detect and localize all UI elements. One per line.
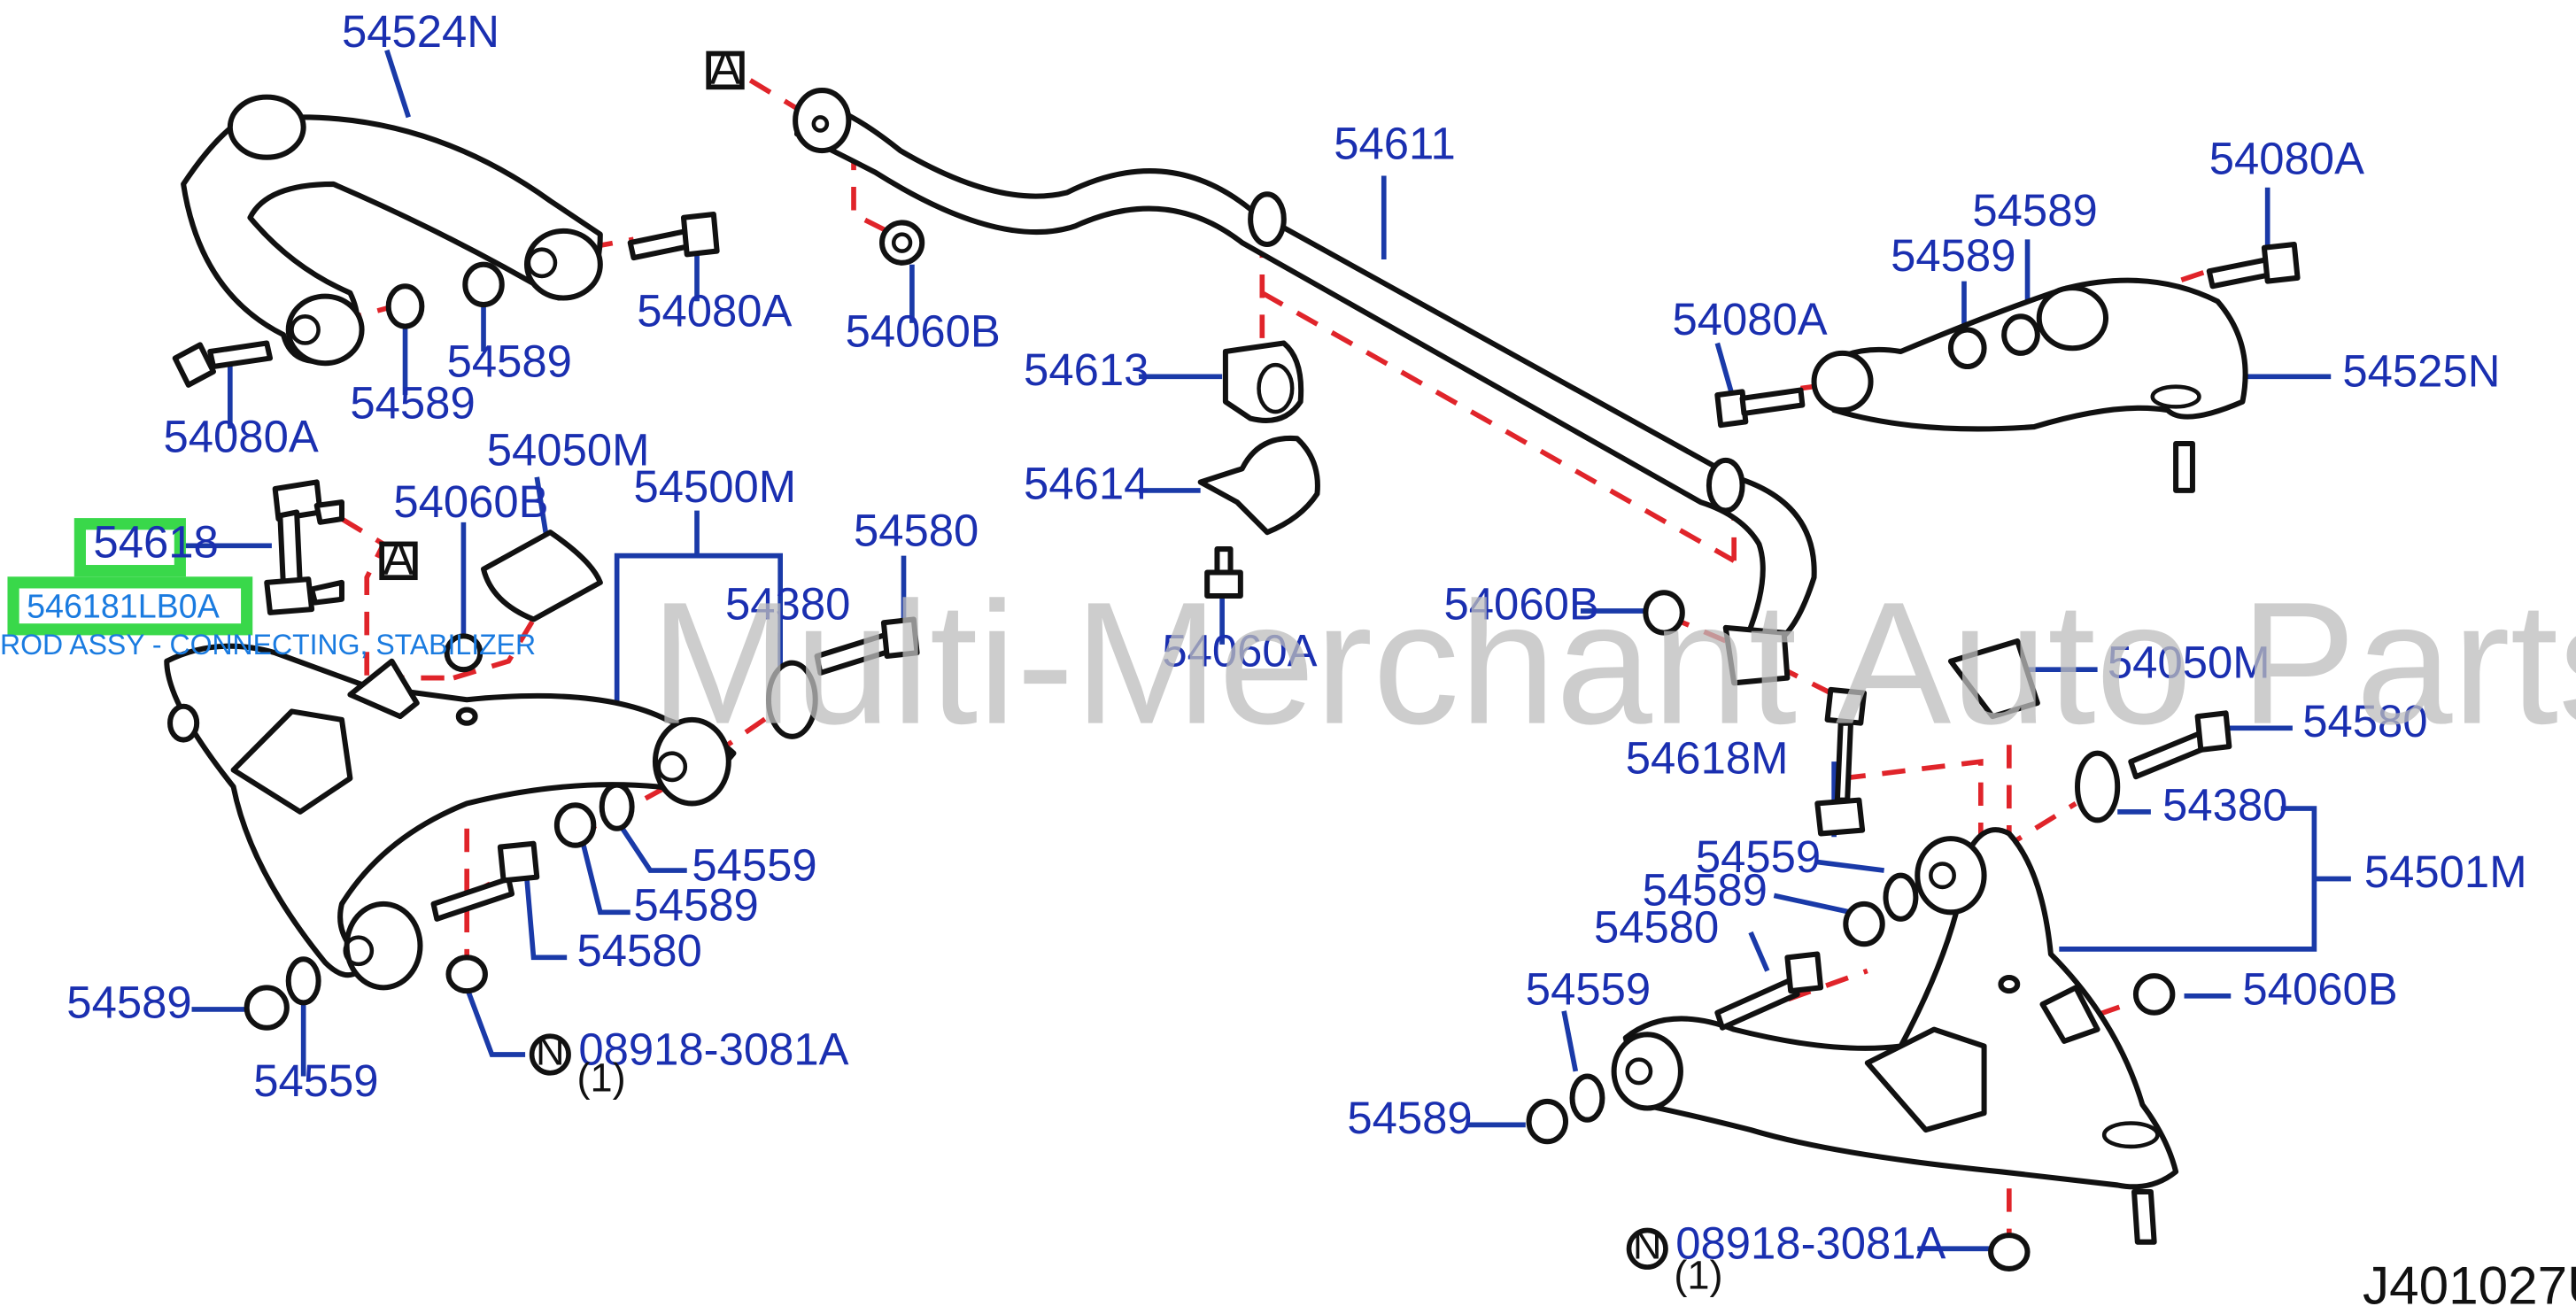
label-54060B[interactable]: 54060B xyxy=(846,305,1001,356)
label-54589[interactable]: 54589 xyxy=(447,336,572,386)
svg-text:A: A xyxy=(383,532,414,584)
label-54080A[interactable]: 54080A xyxy=(1672,294,1827,344)
watermark: Multi-Merchant Auto Partstore xyxy=(650,565,2576,760)
label-54080A[interactable]: 54080A xyxy=(637,286,792,336)
label-54060B[interactable]: 54060B xyxy=(393,476,548,527)
label-54524N[interactable]: 54524N xyxy=(342,6,499,57)
svg-text:N: N xyxy=(1633,1223,1662,1268)
label-54060B[interactable]: 54060B xyxy=(1444,578,1599,629)
label-54580[interactable]: 54580 xyxy=(1594,901,1719,952)
label-54080A[interactable]: 54080A xyxy=(2209,134,2364,184)
label-54501M[interactable]: 54501M xyxy=(2364,846,2527,897)
leader-lines xyxy=(183,49,2351,1252)
label-54060A[interactable]: 54060A xyxy=(1162,625,1317,676)
ref-marker-link: A xyxy=(379,532,418,584)
highlighted-oem-number[interactable]: 546181LB0A xyxy=(27,588,220,625)
lower-arm-left xyxy=(164,529,737,991)
label-54589[interactable]: 54589 xyxy=(1643,865,1768,916)
n-marker-right: N xyxy=(1626,1223,1668,1270)
highlighted-part[interactable]: 54618 546181LB0A ROD ASSY - CONNECTING, … xyxy=(0,516,536,661)
label-54613[interactable]: 54613 xyxy=(1024,344,1149,395)
upper-arm-right xyxy=(1811,277,2248,493)
label-54559[interactable]: 54559 xyxy=(1696,831,1821,882)
bolt-54080A-left-lower xyxy=(172,340,274,388)
n-marker-left: N xyxy=(529,1028,571,1076)
upper-arm-left xyxy=(181,94,603,367)
link-54618 xyxy=(264,479,344,615)
label-54050M[interactable]: 54050M xyxy=(2108,638,2270,688)
highlighted-part-number[interactable]: 54618 xyxy=(93,516,218,567)
qty-note: (1) xyxy=(576,1055,625,1100)
svg-text:A: A xyxy=(709,42,741,94)
label-08918-3081A[interactable]: 08918-3081A xyxy=(1675,1218,1946,1269)
label-54589[interactable]: 54589 xyxy=(66,977,191,1027)
bolt-54060A xyxy=(1204,546,1243,599)
label-54500M[interactable]: 54500M xyxy=(633,461,796,512)
label-54559[interactable]: 54559 xyxy=(692,839,816,890)
bracket-54614 xyxy=(1197,435,1320,536)
lower-arm-right xyxy=(1611,827,2179,1245)
nuts-54589-right-upper xyxy=(1947,313,2040,370)
label-08918-3081A[interactable]: 08918-3081A xyxy=(578,1024,848,1074)
label-54380[interactable]: 54380 xyxy=(2162,779,2287,830)
link-54618M xyxy=(1814,686,1868,837)
nut-54060B-top xyxy=(879,220,925,266)
stabilizer-bar-54611 xyxy=(793,88,1817,686)
bolt-54080A-right-a xyxy=(1714,387,1806,429)
label-54380[interactable]: 54380 xyxy=(725,578,850,629)
label-54060B[interactable]: 54060B xyxy=(2242,963,2397,1014)
label-54050M[interactable]: 54050M xyxy=(487,424,650,475)
label-54559[interactable]: 54559 xyxy=(1526,963,1651,1014)
label-54525N[interactable]: 54525N xyxy=(2342,346,2500,397)
ref-marker-top: A xyxy=(706,42,745,95)
nuts-54589-left-upper xyxy=(385,261,505,329)
label-54589[interactable]: 54589 xyxy=(350,378,475,429)
label-54589[interactable]: 54589 xyxy=(1347,1093,1472,1143)
highlighted-description: ROD ASSY - CONNECTING, STABILIZER xyxy=(0,629,536,661)
svg-text:N: N xyxy=(536,1028,565,1073)
bolt-54080A-left-upper xyxy=(627,211,720,261)
label-54618M[interactable]: 54618M xyxy=(1626,732,1789,783)
label-54559[interactable]: 54559 xyxy=(253,1055,378,1106)
label-54589[interactable]: 54589 xyxy=(1891,230,2015,281)
label-54080A[interactable]: 54080A xyxy=(164,411,319,461)
diagram-code: J401027U xyxy=(2363,1256,2576,1314)
qty-note: (1) xyxy=(1674,1253,1722,1298)
label-54589[interactable]: 54589 xyxy=(633,880,758,931)
label-54580[interactable]: 54580 xyxy=(576,925,701,976)
label-54589[interactable]: 54589 xyxy=(1972,185,2097,236)
bushing-54613 xyxy=(1222,340,1304,423)
nut-54060B-mid xyxy=(1643,590,1685,636)
lower-arm-right-hardware xyxy=(1526,638,2232,1271)
label-54580[interactable]: 54580 xyxy=(854,505,979,555)
bolt-54080A-right-b xyxy=(2206,241,2301,290)
lower-arm-left-hardware xyxy=(244,616,920,1031)
label-54611[interactable]: 54611 xyxy=(1334,118,1456,168)
label-54580[interactable]: 54580 xyxy=(2302,696,2427,746)
label-54614[interactable]: 54614 xyxy=(1024,458,1149,508)
part-labels: 54524N 54080A 54589 54589 54080A 54060B … xyxy=(66,6,2526,1298)
